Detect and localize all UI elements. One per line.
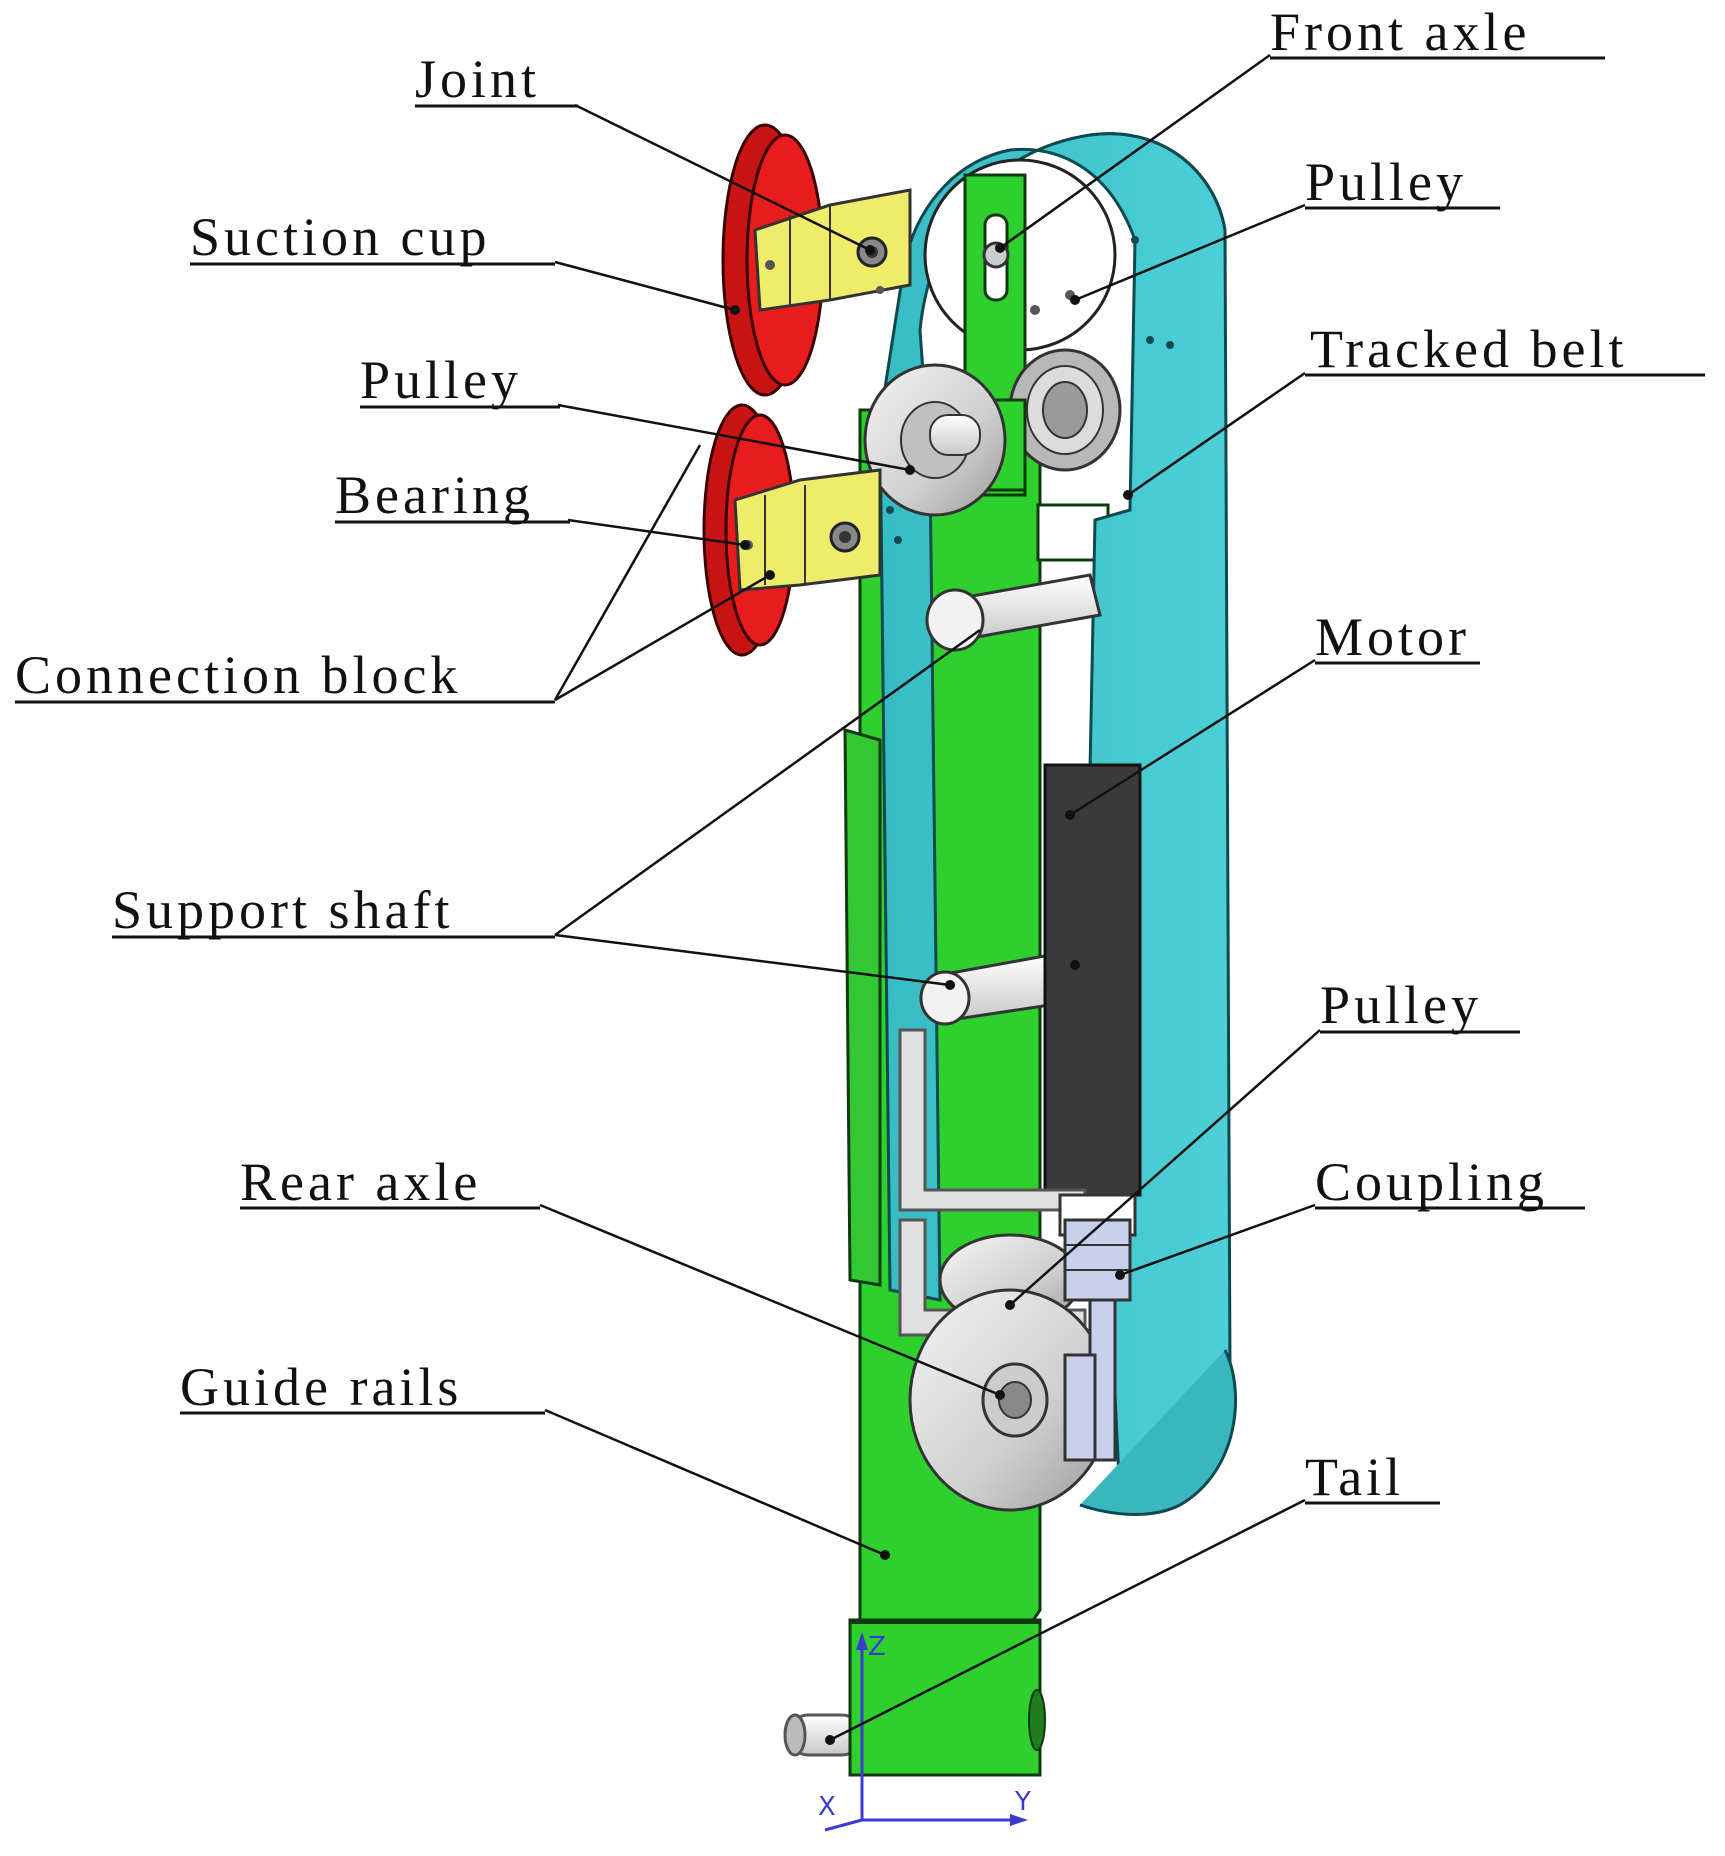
bearing-label: Bearing (335, 465, 534, 525)
motor-label: Motor (1315, 607, 1470, 667)
label-motor: Motor (1315, 607, 1480, 667)
connection-block-upper (753, 188, 912, 312)
suction-cup-label: Suction cup (190, 207, 490, 267)
label-front-axle: Front axle (1270, 2, 1605, 62)
label-guide-rails: Guide rails (180, 1357, 545, 1417)
label-tracked-belt: Tracked belt (1305, 319, 1705, 379)
coordinate-axes: Z X Y (818, 1632, 1031, 1832)
label-pulley-bottom: Pulley (1320, 975, 1520, 1035)
joint-label: Joint (415, 49, 540, 109)
support-shaft-label: Support shaft (112, 880, 454, 940)
label-tail: Tail (1305, 1447, 1440, 1507)
pulley-top-label: Pulley (1305, 152, 1467, 212)
coupling (1058, 1193, 1137, 1462)
label-joint: Joint (415, 49, 578, 109)
pulley-left-label: Pulley (360, 350, 522, 410)
tracked-belt (878, 132, 1237, 1516)
tracked-belt-label: Tracked belt (1310, 319, 1627, 379)
label-suction-cup: Suction cup (190, 207, 555, 267)
label-coupling: Coupling (1315, 1152, 1585, 1212)
label-connection-block: Connection block (15, 645, 555, 705)
leader-lines (539, 53, 1321, 1745)
label-pulley-left: Pulley (360, 350, 560, 410)
coupling-label: Coupling (1315, 1152, 1548, 1212)
support-shafts (919, 573, 1102, 1026)
axis-z-label: Z (868, 1632, 886, 1662)
rear-pulley (908, 1233, 1112, 1512)
label-rear-axle: Rear axle (240, 1152, 540, 1212)
labels: Front axle Joint Pulley Suction cup Trac… (15, 2, 1705, 1507)
axis-x-label: X (818, 1792, 836, 1822)
left-pulley (863, 363, 1007, 517)
label-bearing: Bearing (335, 465, 570, 525)
connection-block-lower (733, 468, 882, 592)
rear-axle-label: Rear axle (240, 1152, 481, 1212)
tail-label: Tail (1305, 1447, 1404, 1507)
front-axle-label: Front axle (1270, 2, 1530, 62)
pulley-bottom-label: Pulley (1320, 975, 1482, 1035)
connection-block-label: Connection block (15, 645, 461, 705)
label-support-shaft: Support shaft (112, 880, 555, 940)
label-pulley-top: Pulley (1305, 152, 1500, 212)
front-pulley (923, 158, 1117, 407)
guide-rails-label: Guide rails (180, 1357, 462, 1417)
motor (1043, 763, 1142, 1197)
axis-y-label: Y (1014, 1787, 1031, 1817)
